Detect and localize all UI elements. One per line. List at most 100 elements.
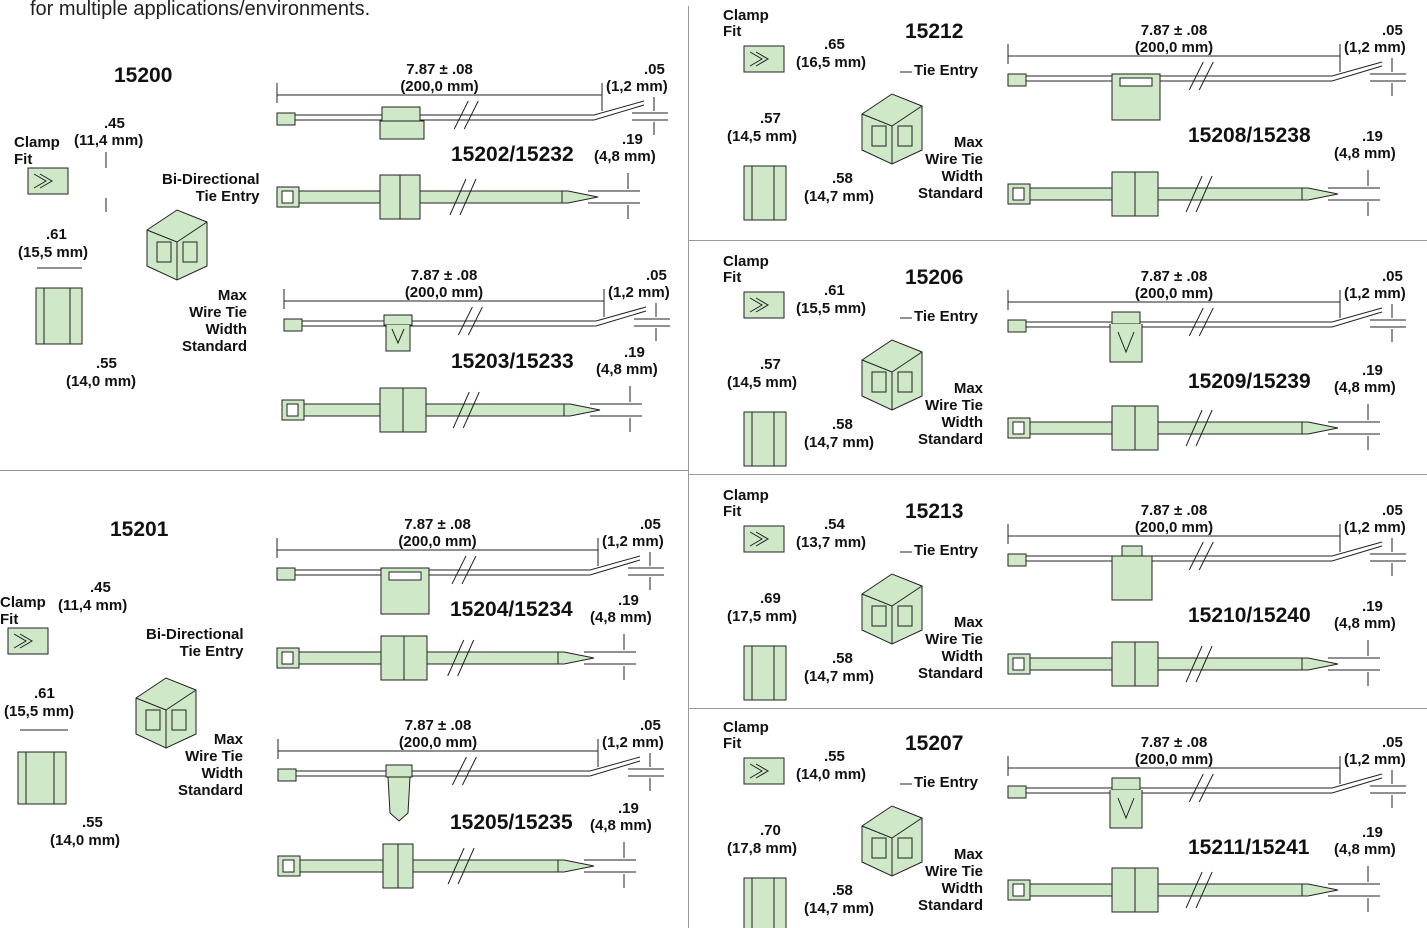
length-inch-label: 7.87 ± .08 <box>1140 502 1208 519</box>
part-number-15213: 15213 <box>905 500 964 523</box>
part-number-15210-15240: 15210/15240 <box>1188 604 1311 627</box>
dim-depth-in: .58 <box>832 416 853 433</box>
dim-side-mm: (14,5 mm) <box>727 374 798 391</box>
dim-155-mm: (15,5 mm) <box>4 703 75 720</box>
width-inch-label: .19 <box>1362 824 1383 841</box>
dim-side-mm: (14,5 mm) <box>727 128 798 145</box>
length-mm-label: (200,0 mm) <box>1134 39 1214 56</box>
dim-clamp-in: .55 <box>824 748 845 765</box>
width-inch-label: .19 <box>1362 362 1383 379</box>
thickness-inch-label: .05 <box>1382 22 1403 39</box>
break-mark <box>457 847 475 885</box>
iso-detail <box>171 709 187 731</box>
width-mm-label: (4,8 mm) <box>1334 841 1396 858</box>
mount-window <box>1119 77 1153 87</box>
dim-side-in: .57 <box>760 356 781 373</box>
width-mm-label: (4,8 mm) <box>590 817 652 834</box>
break-mark <box>447 847 465 885</box>
length-mm-label: (200,0 mm) <box>1134 285 1214 302</box>
part-number-15205-15235: 15205/15235 <box>450 811 573 834</box>
mount-edge-clip <box>1109 324 1143 363</box>
break-mark <box>461 756 477 786</box>
side-view-block <box>743 877 787 928</box>
dim-depth-in: .58 <box>832 650 853 667</box>
width-mm-label: (4,8 mm) <box>594 148 656 165</box>
row-divider-right-1 <box>689 240 1427 241</box>
width-mm-label: (4,8 mm) <box>1334 615 1396 632</box>
mount-top <box>381 106 421 122</box>
clamp-fit-icon <box>749 531 769 547</box>
dim-clamp-mm: (13,7 mm) <box>796 534 867 551</box>
dim-114-mm: (11,4 mm) <box>58 597 128 614</box>
part-number-15207: 15207 <box>905 732 964 755</box>
mount-body <box>1111 555 1153 601</box>
length-mm-label: (200,0 mm) <box>1134 751 1214 768</box>
dim-140-mm: (14,0 mm) <box>66 373 137 390</box>
iso-edge <box>146 229 178 243</box>
break-mark <box>463 100 479 130</box>
dim-clamp-in: .54 <box>824 516 845 533</box>
tie-strap <box>303 403 601 417</box>
tie-head <box>1007 785 1027 799</box>
dim-155-mm: (15,5 mm) <box>18 244 89 261</box>
iso-edge <box>861 359 893 373</box>
clamp-fit-icon <box>13 633 33 649</box>
thickness-mm-label: (1,2 mm) <box>1344 519 1406 536</box>
thickness-inch-label: .05 <box>640 717 661 734</box>
row-divider-left <box>0 470 688 471</box>
clamp-body <box>7 627 49 655</box>
iso-detail <box>871 125 887 147</box>
iso-edge <box>135 697 167 711</box>
part-number-15211-15241: 15211/15241 <box>1188 836 1310 859</box>
tie-head <box>1007 553 1027 567</box>
tie-strap <box>1029 421 1339 435</box>
tie-head-slot <box>1012 421 1025 435</box>
side-view-block <box>35 287 83 345</box>
break-mark <box>1195 175 1213 213</box>
break-mark <box>1198 307 1214 337</box>
tie-head <box>277 768 297 782</box>
mount-top <box>385 764 413 778</box>
break-mark <box>453 100 469 130</box>
iso-edge <box>891 105 923 127</box>
column-divider <box>688 6 689 928</box>
dim-clamp-in: .61 <box>824 282 845 299</box>
tie-entry-label: Tie Entry <box>914 774 978 791</box>
iso-edge <box>176 221 208 243</box>
tie-head-slot <box>1012 657 1025 671</box>
dim-55-in: .55 <box>82 814 103 831</box>
dim-45-in: .45 <box>90 579 111 596</box>
thickness-mm-label: (1,2 mm) <box>1344 285 1406 302</box>
break-mark <box>462 391 480 429</box>
part-number-15203-15233: 15203/15233 <box>451 350 574 373</box>
part-number-15212: 15212 <box>905 20 964 43</box>
break-mark <box>447 639 465 677</box>
break-mark <box>1188 61 1204 91</box>
length-inch-label: 7.87 ± .08 <box>404 717 472 734</box>
tie-strap <box>1029 187 1339 201</box>
clamp-body <box>743 757 785 785</box>
side-view-block <box>17 751 67 805</box>
width-inch-label: .19 <box>624 344 645 361</box>
break-mark <box>451 555 467 585</box>
iso-detail <box>897 605 913 627</box>
part-number-15202-15232: 15202/15232 <box>451 143 574 166</box>
row-divider-right-3 <box>689 708 1427 709</box>
break-mark <box>1188 541 1204 571</box>
iso-edge <box>891 585 923 607</box>
iso-detail <box>871 837 887 859</box>
width-mm-label: (4,8 mm) <box>596 361 658 378</box>
mount-top <box>1111 777 1141 791</box>
side-view-block <box>743 645 787 701</box>
break-mark <box>457 639 475 677</box>
tie-strap <box>1026 307 1383 328</box>
iso-edge <box>165 689 197 711</box>
tie-strap <box>1026 61 1383 82</box>
tie-strap <box>298 651 595 665</box>
mount-clip <box>385 325 411 352</box>
